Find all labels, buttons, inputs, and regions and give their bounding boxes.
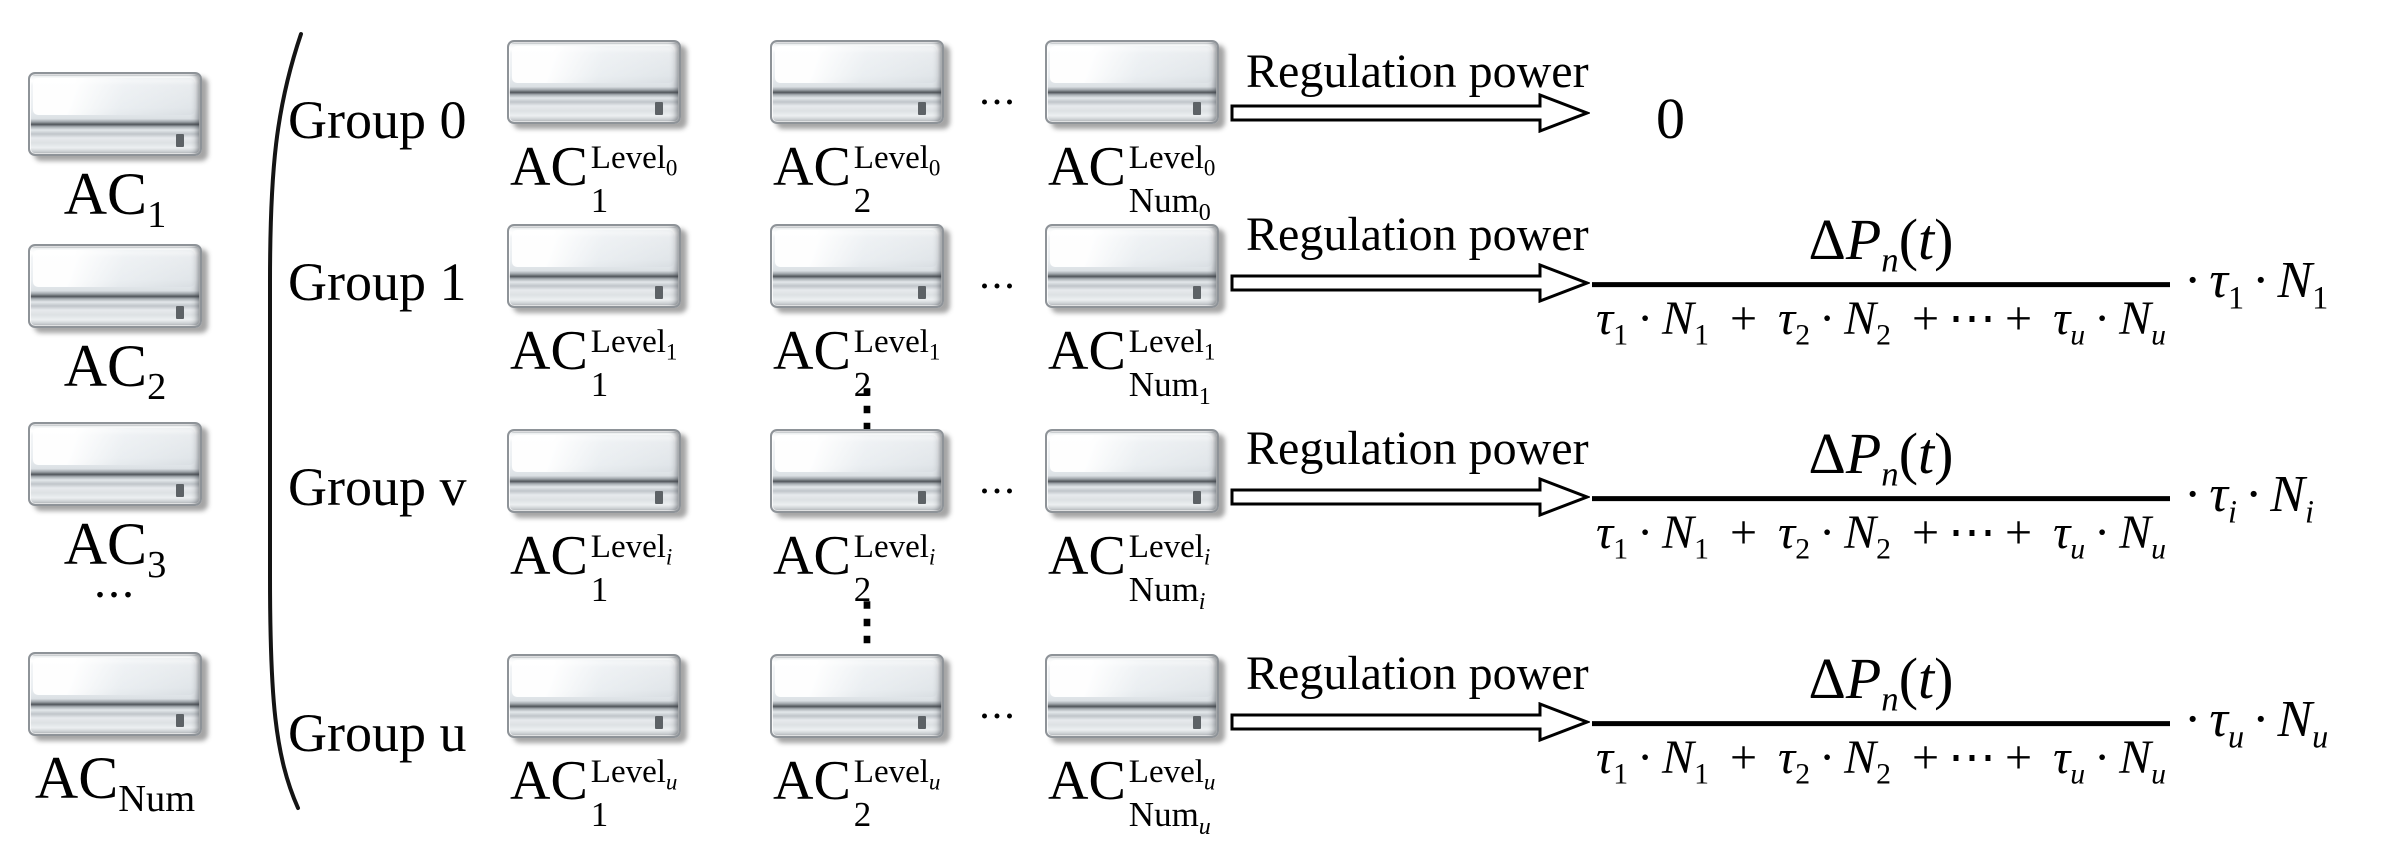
ac-unit-icon: [28, 652, 202, 736]
fraction-denominator: τ1·N1 + τ2·N2 +⋯+ τu·Nu: [1596, 292, 2167, 353]
ac-label: AC2: [63, 333, 167, 408]
fraction-numerator: ΔPn(t): [1808, 207, 1954, 280]
ac-label: ACNum: [34, 745, 196, 820]
fraction: ΔPn(t) τ1·N1 + τ2·N2 +⋯+ τu·Nu: [1592, 207, 2171, 357]
fraction: ΔPn(t) τ1·N1 + τ2·N2 +⋯+ τu·Nu: [1592, 421, 2171, 571]
ac-unit-icon: [770, 224, 944, 308]
ac-unit-icon: [28, 422, 202, 506]
ac-unit-icon: [507, 224, 681, 308]
ac-unit-icon: [770, 429, 944, 513]
ac-unit-icon: [1045, 224, 1219, 308]
regulation-power-label: Regulation power: [1246, 45, 1589, 98]
formula-multiplier: ·τ1·N1: [2184, 251, 2329, 316]
fraction: ΔPn(t) τ1·N1 + τ2·N2 +⋯+ τu·Nu: [1592, 646, 2171, 796]
ac-unit-icon: [770, 40, 944, 124]
ac-unit-icon: [1045, 40, 1219, 124]
fraction-denominator: τ1·N1 + τ2·N2 +⋯+ τu·Nu: [1596, 731, 2167, 792]
fraction-denominator: τ1·N1 + τ2·N2 +⋯+ τu·Nu: [1596, 506, 2167, 567]
ellipsis-horizontal: ...: [94, 555, 136, 608]
regulation-power-label: Regulation power: [1246, 647, 1589, 700]
fraction-numerator: ΔPn(t): [1808, 646, 1954, 719]
regulation-formula: ΔPn(t) τ1·N1 + τ2·N2 +⋯+ τu·Nu ·τi·Ni: [1592, 425, 2314, 571]
ac-unit-icon: [507, 654, 681, 738]
group-label: Group v: [288, 457, 467, 517]
regulation-arrow: [1230, 702, 1590, 742]
ac-unit-icon: [28, 72, 202, 156]
ellipsis-horizontal: ...: [979, 682, 1017, 728]
ac-unit-icon: [507, 40, 681, 124]
formula-multiplier: ·τu·Nu: [2184, 690, 2329, 755]
ellipsis-horizontal: ...: [979, 457, 1017, 503]
ellipsis-vertical: ⋮: [842, 380, 892, 436]
regulation-arrow: [1230, 263, 1590, 303]
group-label: Group 0: [288, 90, 467, 150]
group-label: Group 1: [288, 252, 467, 312]
ac-label: AC1: [63, 161, 167, 236]
ac-unit-icon: [507, 429, 681, 513]
ac-unit-icon: [1045, 429, 1219, 513]
regulation-power-label: Regulation power: [1246, 422, 1589, 475]
ac-label: AC3: [63, 511, 167, 586]
ellipsis-horizontal: ...: [979, 68, 1017, 114]
group-label: Group u: [288, 703, 467, 763]
ac-unit-icon: [28, 244, 202, 328]
ac-unit-icon: [1045, 654, 1219, 738]
fraction-numerator: ΔPn(t): [1808, 421, 1954, 494]
regulation-output-zero: 0: [1656, 86, 1685, 151]
fraction-bar: [1592, 282, 2171, 288]
fraction-bar: [1592, 496, 2171, 502]
grouping-brace: [268, 32, 303, 810]
formula-multiplier: ·τi·Ni: [2184, 465, 2314, 530]
ellipsis-vertical: ⋮: [842, 593, 892, 649]
regulation-formula: ΔPn(t) τ1·N1 + τ2·N2 +⋯+ τu·Nu ·τu·Nu: [1592, 650, 2328, 796]
regulation-formula: ΔPn(t) τ1·N1 + τ2·N2 +⋯+ τu·Nu ·τ1·N1: [1592, 211, 2328, 357]
fraction-bar: [1592, 721, 2171, 727]
ellipsis-horizontal: ...: [979, 252, 1017, 298]
ac-unit-icon: [770, 654, 944, 738]
regulation-arrow: [1230, 477, 1590, 517]
regulation-power-label: Regulation power: [1246, 208, 1589, 261]
regulation-arrow: [1230, 93, 1590, 133]
